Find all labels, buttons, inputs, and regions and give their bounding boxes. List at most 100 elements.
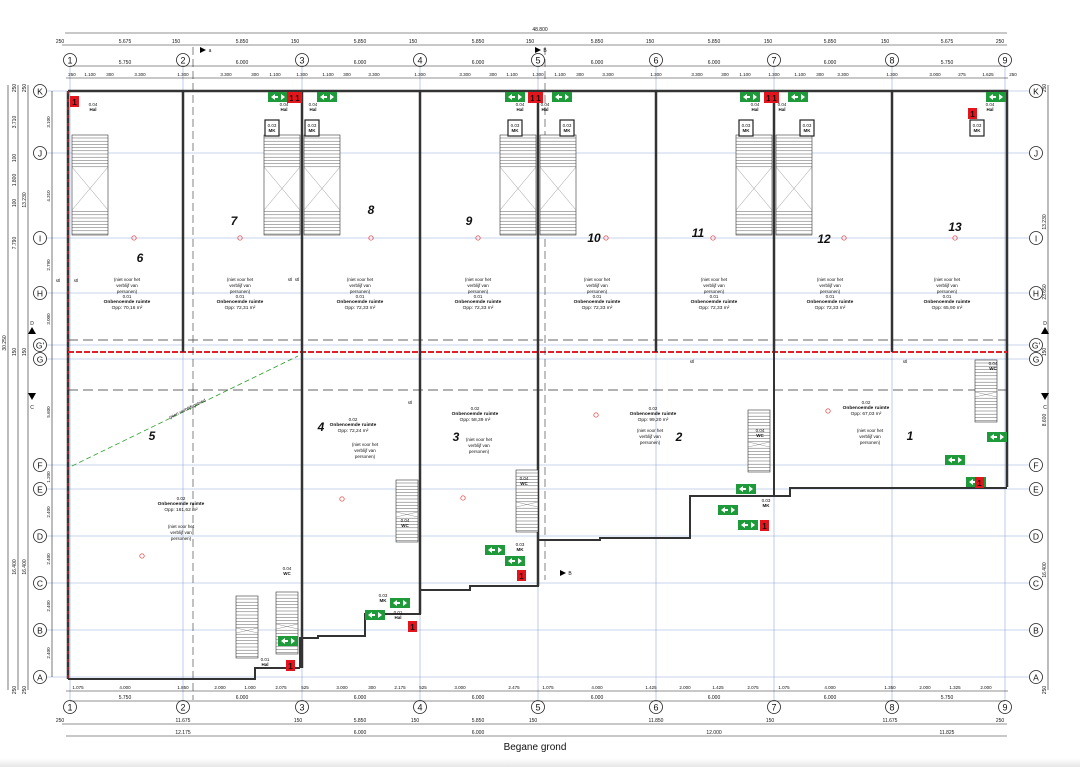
stair-void: [747, 441, 771, 448]
dimension-value: 3.100: [46, 116, 51, 128]
stair-void: [303, 166, 341, 211]
small-room-code: 0.04: [280, 102, 289, 107]
grid-column-label: 4: [417, 703, 422, 713]
room-area: Opp: 65,90 m²: [932, 305, 963, 311]
dimension-value: 2.000: [679, 685, 691, 690]
room-note: verblijf van: [467, 283, 489, 288]
dimension-value: 150: [764, 39, 773, 45]
section-marker-label: D: [1043, 321, 1047, 327]
unit-number: 10: [587, 231, 601, 245]
stl-marker: stl: [408, 400, 413, 405]
room-name: Onbenoemde ruimte: [452, 411, 499, 417]
ceiling-point: [710, 235, 716, 241]
small-room-name: Hal: [261, 662, 268, 667]
grid-row-label: F: [1033, 461, 1038, 471]
grid-bubble: [1029, 352, 1043, 366]
section-marker-label: B: [543, 48, 547, 54]
fire-extinguisher-icon: [286, 660, 295, 671]
fire-extinguisher-icon: [70, 96, 79, 107]
dimension-value: 5.850: [472, 39, 485, 45]
room-area: Opp: 161,62 m²: [164, 507, 198, 513]
small-room-name: Hal: [778, 107, 785, 112]
room-note: (niet voor het: [114, 277, 141, 282]
exit-arrow-icon: [281, 638, 295, 644]
grid-row-label: H: [37, 289, 43, 299]
dimension-value: 16.400: [22, 559, 28, 575]
dimension-value: 5.600: [46, 406, 51, 418]
dimension-value: 5.675: [941, 39, 954, 45]
dimension-value: 150: [529, 718, 538, 724]
grid-row-label: D: [1033, 532, 1039, 542]
small-room-code: 0.04: [309, 102, 318, 107]
dimension-value: 150: [526, 39, 535, 45]
small-room-code: 0.01: [394, 610, 403, 615]
room-name: Onbenoemde ruimte: [330, 422, 377, 428]
small-room-code: 0.04: [986, 102, 995, 107]
room-name: Onbenoemde ruimte: [104, 299, 151, 305]
outer-wall: [299, 487, 1007, 668]
room-code: 0.02: [862, 400, 871, 405]
grid-row-label: A: [37, 673, 43, 683]
dimension-value: 250: [996, 39, 1005, 45]
small-room-name: MK: [309, 128, 317, 133]
room-note: personen): [355, 454, 376, 459]
ceiling-point: [603, 235, 609, 241]
outer-wall: [68, 89, 1009, 487]
dimension-value: 1.800: [12, 174, 18, 187]
room-note: (niet voor het: [637, 428, 664, 433]
small-room-code: 0.04: [283, 566, 292, 571]
dimension-value: 1.100: [269, 72, 281, 77]
small-room-name: MK: [380, 598, 388, 603]
dimension-value: 150: [294, 718, 303, 724]
dimension-value: 250: [996, 718, 1005, 724]
room-area: Opp: 72,33 m²: [463, 305, 494, 311]
grid-row-label: K: [37, 87, 43, 97]
stair: [499, 134, 537, 236]
dimension-value: 150: [646, 39, 655, 45]
dimension-value: 5.850: [591, 39, 604, 45]
room-area: Opp: 72,24 m²: [338, 428, 369, 434]
room-note: personen): [468, 289, 489, 294]
small-room-name: Hal: [541, 107, 548, 112]
stl-marker: stl: [56, 278, 61, 283]
room-code: 0.01: [826, 294, 835, 299]
dimension-value: 1.075: [778, 685, 790, 690]
stair-void: [499, 166, 537, 211]
grid-column-label: 7: [771, 56, 776, 66]
grid-bubble: [767, 700, 781, 714]
section-marker-icon: [28, 327, 36, 334]
dimension-value: 12.000: [706, 730, 722, 736]
section-marker-label: a: [209, 48, 212, 54]
room-code: 0.02: [471, 406, 480, 411]
dimension-value: 3.300: [134, 72, 146, 77]
grid-row-label: I: [39, 234, 41, 244]
small-room-code: 0.04: [89, 102, 98, 107]
grid-bubble: [1029, 623, 1043, 637]
section-marker-label: B: [568, 571, 572, 577]
small-room-name: MK: [974, 128, 982, 133]
dimension-value: 3.000: [929, 72, 941, 77]
dimension-value: 6.000: [236, 60, 249, 66]
stair: [775, 134, 813, 236]
dimension-value: 5.750: [119, 60, 132, 66]
meter-cupboard: [264, 119, 280, 137]
dimension-value: 3.300: [459, 72, 471, 77]
stl-marker: stl: [690, 359, 695, 364]
room-note: (niet voor het: [701, 277, 728, 282]
stair-void: [539, 166, 577, 211]
room-name: Onbenoemde ruimte: [337, 299, 384, 305]
dimension-value: 150: [12, 348, 18, 357]
grid-bubble: [1029, 576, 1043, 590]
unit-number: 3: [453, 430, 460, 444]
room-note: personen): [704, 289, 725, 294]
small-room-code: 0.03: [742, 123, 751, 128]
stair-void: [515, 501, 539, 508]
dimension-value: 4.000: [824, 685, 836, 690]
grid-row-label: E: [37, 485, 43, 495]
room-note: verblijf van: [936, 283, 958, 288]
dimension-value: 1.100: [554, 72, 566, 77]
small-room-name: MK: [743, 128, 751, 133]
dimension-value: 1.300: [650, 72, 662, 77]
unit-number: 8: [368, 203, 375, 217]
small-room-code: 0.03: [803, 123, 812, 128]
